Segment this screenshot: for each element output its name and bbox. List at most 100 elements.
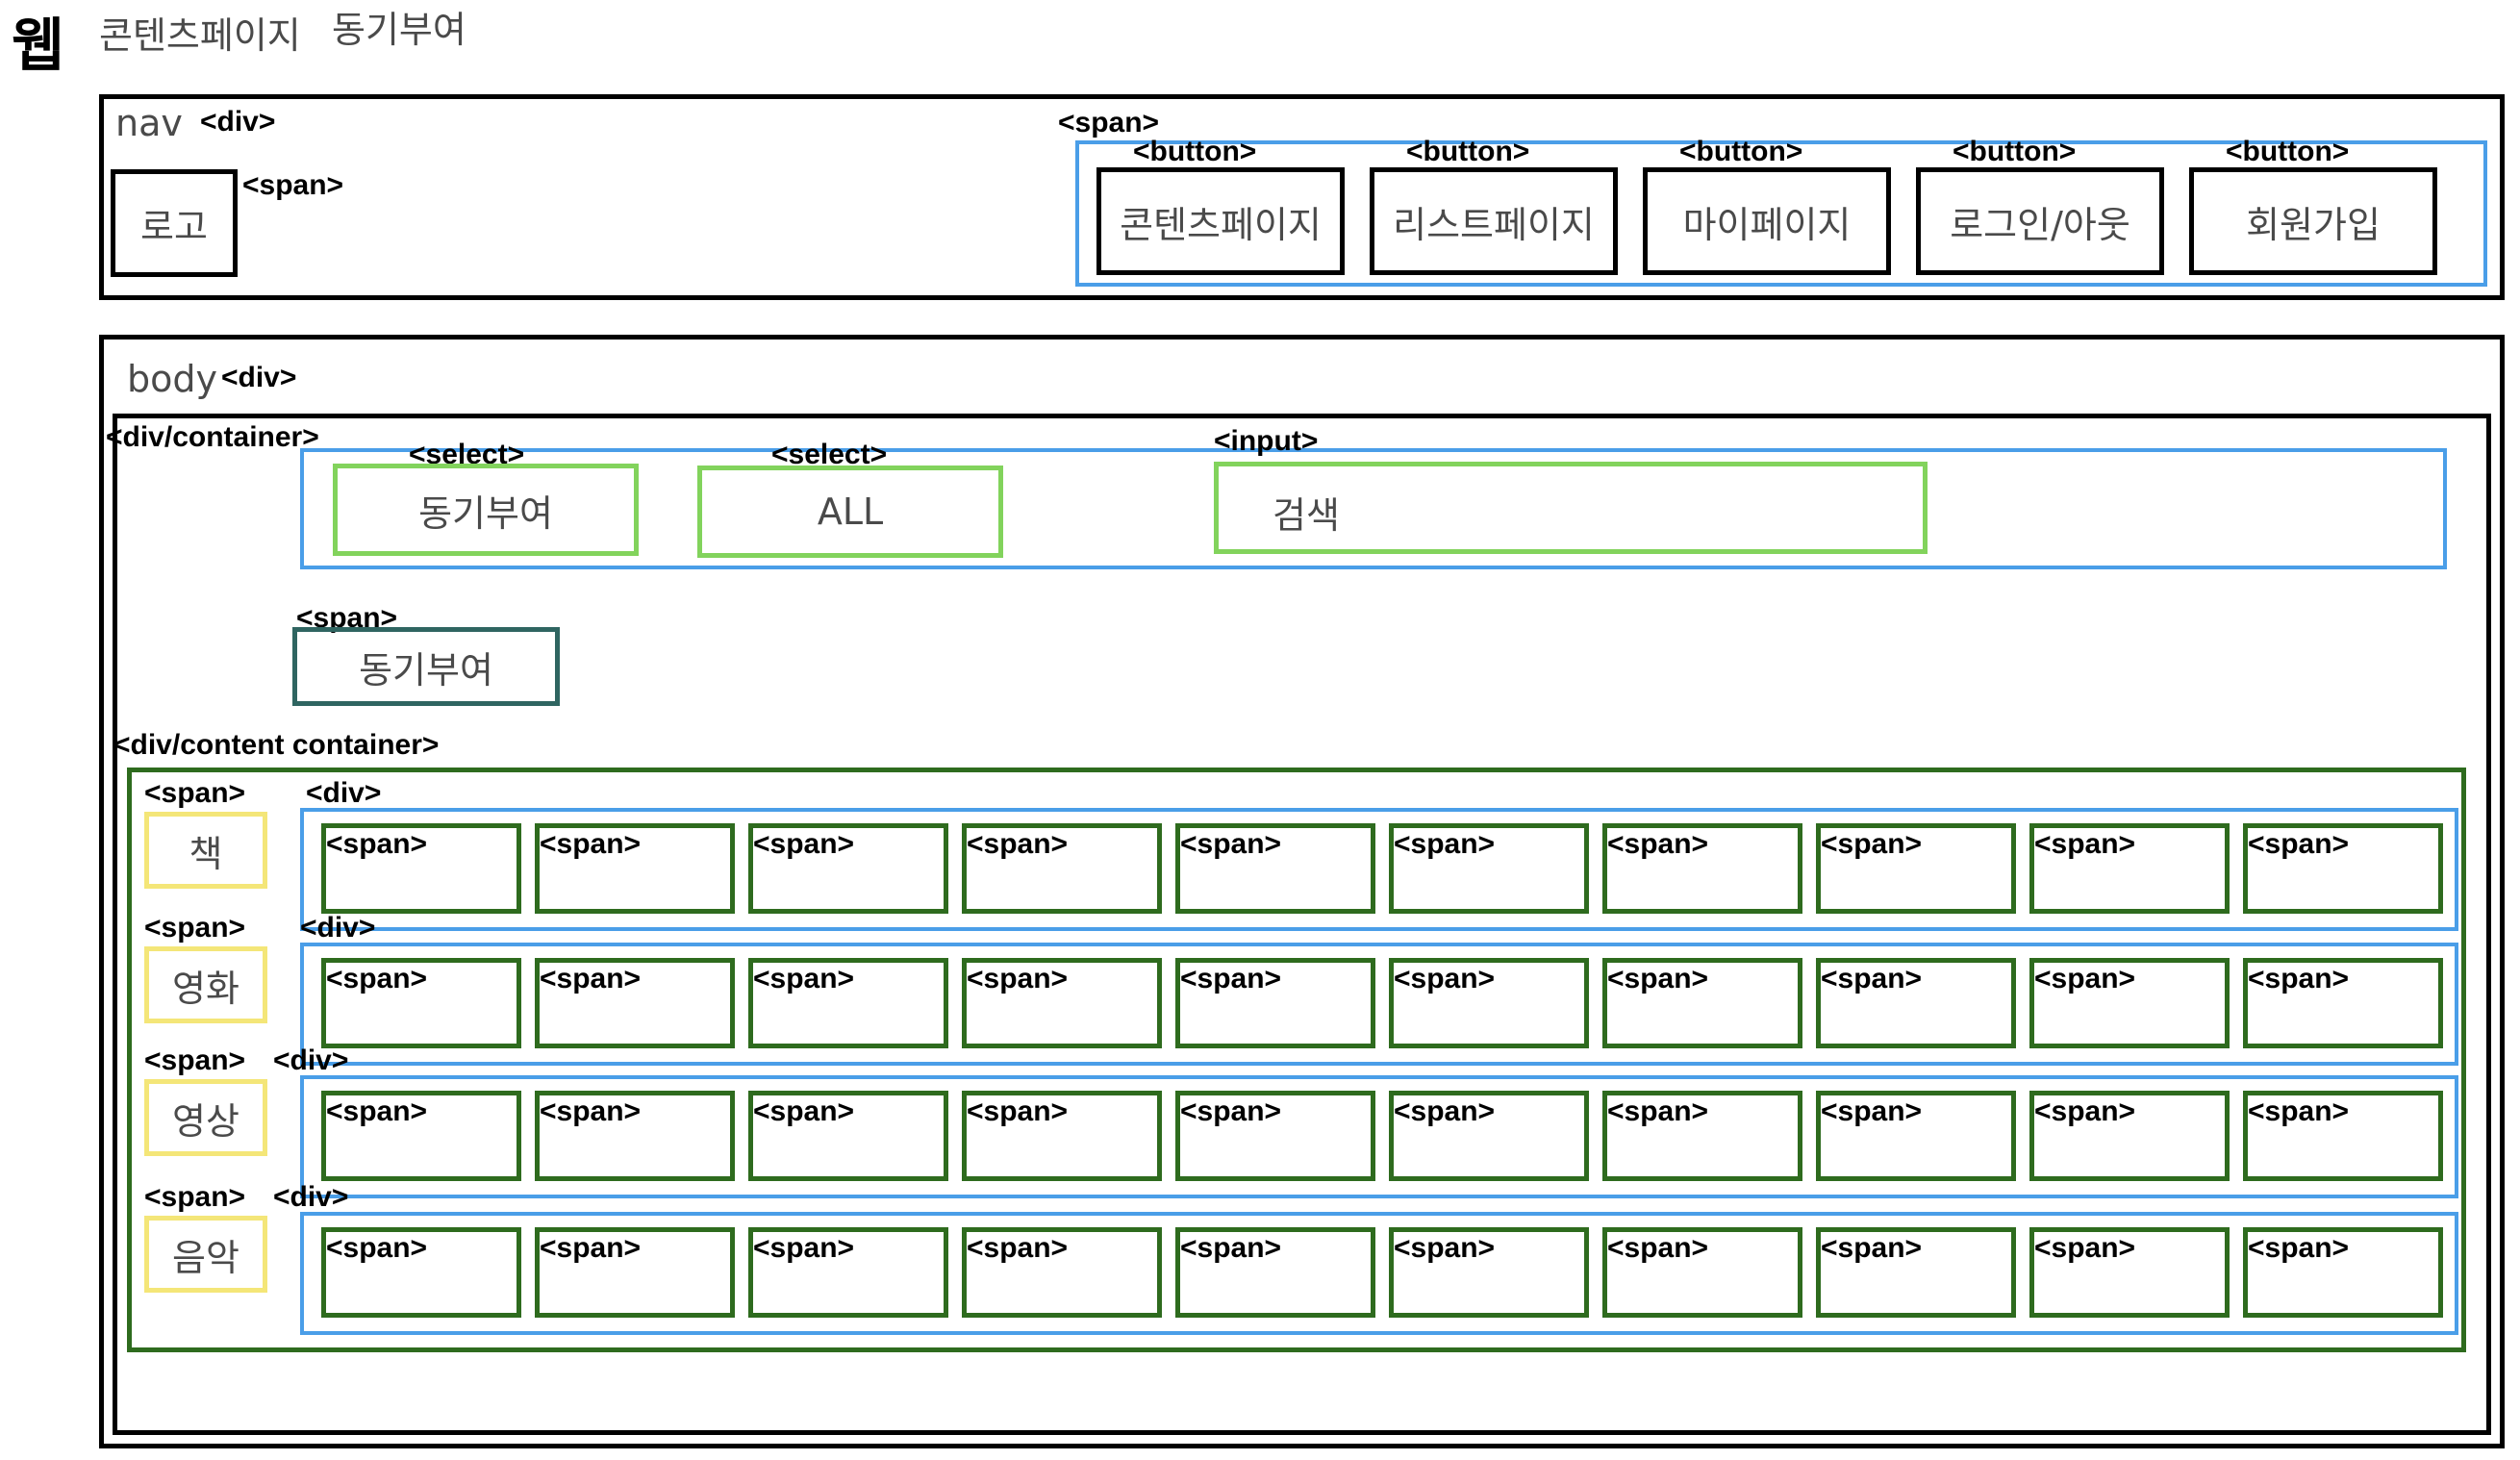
content-item[interactable]: <span> <box>1816 958 2016 1048</box>
content-item[interactable]: <span> <box>535 958 735 1048</box>
row-div <box>300 808 2458 931</box>
content-item[interactable]: <span> <box>2243 823 2443 914</box>
content-item[interactable]: <span> <box>748 1091 948 1181</box>
nav-button-tag: <button> <box>1679 136 1803 167</box>
content-item[interactable]: <span> <box>321 823 521 914</box>
content-item-tag: <span> <box>1821 963 1923 994</box>
type-select[interactable]: ALL <box>697 466 1003 558</box>
logo-text: 로고 <box>140 205 208 248</box>
nav-button-tag: <button> <box>1133 136 1257 167</box>
nav-button-label: 마이페이지 <box>1682 203 1852 246</box>
content-item[interactable]: <span> <box>2243 1227 2443 1318</box>
content-item[interactable]: <span> <box>2029 1091 2230 1181</box>
content-item-tag: <span> <box>1180 963 1282 994</box>
content-item-tag: <span> <box>540 828 642 860</box>
category-select-value: 동기부여 <box>418 491 553 535</box>
search-input-placeholder: 검색 <box>1273 494 1340 537</box>
nav-button-label: 회원가입 <box>2246 203 2381 246</box>
content-item[interactable]: <span> <box>748 823 948 914</box>
content-item[interactable]: <span> <box>962 823 1162 914</box>
body-label: body <box>127 358 217 400</box>
content-item[interactable]: <span> <box>962 1091 1162 1181</box>
nav-button-2[interactable]: 리스트페이지 <box>1370 167 1618 275</box>
content-item[interactable]: <span> <box>1175 823 1375 914</box>
nav-button-tag: <button> <box>1406 136 1530 167</box>
content-item[interactable]: <span> <box>1389 1091 1589 1181</box>
row-div-tag: <div> <box>300 912 376 944</box>
content-item[interactable]: <span> <box>1602 958 1802 1048</box>
row-label: 책 <box>144 812 267 889</box>
content-item-tag: <span> <box>1180 828 1282 860</box>
content-item[interactable]: <span> <box>321 1091 521 1181</box>
content-item-tag: <span> <box>2034 828 2136 860</box>
content-item-tag: <span> <box>967 1232 1069 1264</box>
logo[interactable]: 로고 <box>111 169 238 277</box>
content-item[interactable]: <span> <box>321 958 521 1048</box>
content-item-tag: <span> <box>1821 1232 1923 1264</box>
content-item-tag: <span> <box>2248 1095 2350 1127</box>
row-div-tag: <div> <box>306 777 382 809</box>
content-item-tag: <span> <box>753 1232 855 1264</box>
row-label-text: 영화 <box>172 967 239 1010</box>
content-item[interactable]: <span> <box>2029 958 2230 1048</box>
content-item-tag: <span> <box>753 828 855 860</box>
content-item[interactable]: <span> <box>535 823 735 914</box>
content-item[interactable]: <span> <box>1816 1091 2016 1181</box>
content-item[interactable]: <span> <box>535 1227 735 1318</box>
row-label: 음악 <box>144 1216 267 1293</box>
content-item[interactable]: <span> <box>1175 958 1375 1048</box>
content-item[interactable]: <span> <box>1175 1091 1375 1181</box>
content-item[interactable]: <span> <box>1602 1227 1802 1318</box>
nav-button-3[interactable]: 마이페이지 <box>1643 167 1891 275</box>
content-item-tag: <span> <box>1394 1095 1496 1127</box>
content-item-tag: <span> <box>1607 963 1709 994</box>
content-item-tag: <span> <box>326 828 428 860</box>
nav-button-4[interactable]: 로그인/아웃 <box>1916 167 2164 275</box>
page-title: 웹 <box>12 13 65 80</box>
nav-button-label: 로그인/아웃 <box>1950 203 2130 246</box>
nav-button-tag: <button> <box>2226 136 2350 167</box>
content-item-tag: <span> <box>1394 963 1496 994</box>
nav-button-5[interactable]: 회원가입 <box>2189 167 2437 275</box>
content-item-tag: <span> <box>967 963 1069 994</box>
content-item-tag: <span> <box>540 1232 642 1264</box>
content-item[interactable]: <span> <box>2243 1091 2443 1181</box>
content-item[interactable]: <span> <box>535 1091 735 1181</box>
content-item[interactable]: <span> <box>1602 823 1802 914</box>
content-item[interactable]: <span> <box>1816 823 2016 914</box>
content-item[interactable]: <span> <box>1602 1091 1802 1181</box>
content-item-tag: <span> <box>753 963 855 994</box>
content-item[interactable]: <span> <box>962 958 1162 1048</box>
nav-button-group <box>1075 140 2487 287</box>
content-item[interactable]: <span> <box>321 1227 521 1318</box>
content-container <box>127 768 2466 1352</box>
content-item[interactable]: <span> <box>1816 1227 2016 1318</box>
content-item[interactable]: <span> <box>1175 1227 1375 1318</box>
content-item[interactable]: <span> <box>748 1227 948 1318</box>
content-item[interactable]: <span> <box>748 958 948 1048</box>
content-item[interactable]: <span> <box>2029 1227 2230 1318</box>
content-item[interactable]: <span> <box>1389 823 1589 914</box>
content-item[interactable]: <span> <box>1389 1227 1589 1318</box>
nav-box <box>99 94 2505 300</box>
row-label: 영화 <box>144 946 267 1023</box>
category-select[interactable]: 동기부여 <box>333 464 639 556</box>
content-container-tag: <div/content container> <box>113 729 440 761</box>
content-item-tag: <span> <box>1821 828 1923 860</box>
nav-span-tag: <span> <box>1058 107 1160 138</box>
row-span-tag: <span> <box>144 912 246 944</box>
content-item-tag: <span> <box>967 1095 1069 1127</box>
search-input[interactable]: 검색 <box>1214 462 1928 554</box>
content-item-tag: <span> <box>326 1095 428 1127</box>
nav-button-tag: <button> <box>1953 136 2077 167</box>
content-item[interactable]: <span> <box>2243 958 2443 1048</box>
content-item-tag: <span> <box>1394 1232 1496 1264</box>
content-item[interactable]: <span> <box>2029 823 2230 914</box>
logo-span-tag: <span> <box>242 169 344 201</box>
content-item[interactable]: <span> <box>962 1227 1162 1318</box>
content-item-tag: <span> <box>1394 828 1496 860</box>
content-item-tag: <span> <box>2248 828 2350 860</box>
content-item[interactable]: <span> <box>1389 958 1589 1048</box>
row-div <box>300 1075 2458 1198</box>
nav-button-1[interactable]: 콘텐츠페이지 <box>1096 167 1345 275</box>
